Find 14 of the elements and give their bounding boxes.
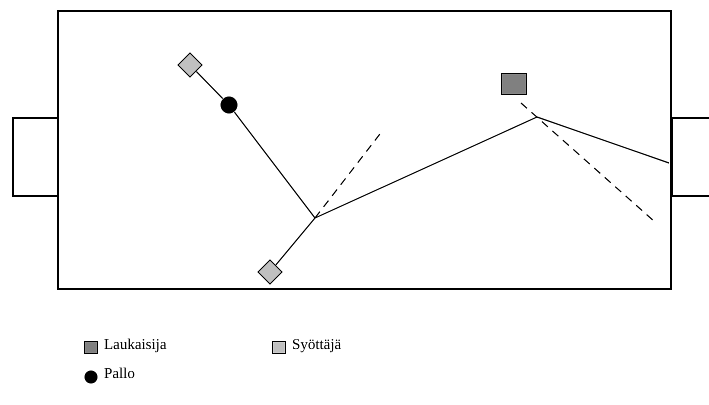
trajectory-line <box>234 112 316 218</box>
trajectory-line <box>536 116 670 164</box>
goal-box <box>12 117 58 197</box>
goal-box <box>671 117 709 197</box>
shooter-marker <box>501 73 527 95</box>
passer-marker <box>177 52 203 78</box>
passer-marker <box>257 259 283 285</box>
legend-label: Laukaisija <box>104 337 166 354</box>
legend-label: Syöttäjä <box>292 337 342 354</box>
trajectory-line <box>275 218 316 266</box>
field-outline <box>57 10 672 290</box>
trajectory-line <box>196 71 224 99</box>
ball-marker <box>220 96 238 114</box>
legend-label: Pallo <box>104 366 135 383</box>
